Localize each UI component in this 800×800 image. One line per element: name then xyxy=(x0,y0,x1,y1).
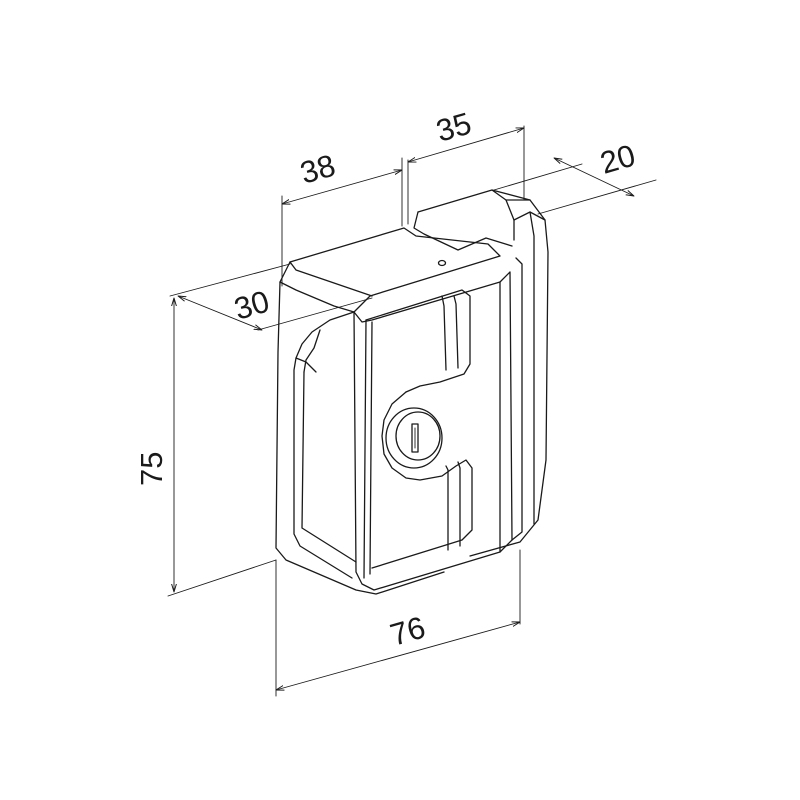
lock-body xyxy=(275,189,549,595)
lock-cylinder xyxy=(385,407,443,469)
dim-line-30 xyxy=(178,296,262,330)
dim-label-75: 75 xyxy=(134,452,169,486)
dim-label-76: 76 xyxy=(386,610,429,653)
dim-label-35: 35 xyxy=(432,106,475,149)
left-shell xyxy=(275,281,445,595)
back-plate xyxy=(417,189,549,557)
front-face xyxy=(353,271,513,591)
dim-line-20 xyxy=(554,158,634,196)
dim-line-38 xyxy=(282,170,402,204)
dim-label-30: 30 xyxy=(230,284,273,327)
keyhole-icon xyxy=(411,423,419,453)
dim-line-35 xyxy=(408,128,524,162)
top-face xyxy=(289,227,501,313)
front-panel xyxy=(365,289,471,393)
dim-label-38: 38 xyxy=(296,148,339,191)
dim-label-20: 20 xyxy=(596,138,639,181)
screw-hole xyxy=(437,259,447,267)
dim-line-76 xyxy=(276,622,520,690)
